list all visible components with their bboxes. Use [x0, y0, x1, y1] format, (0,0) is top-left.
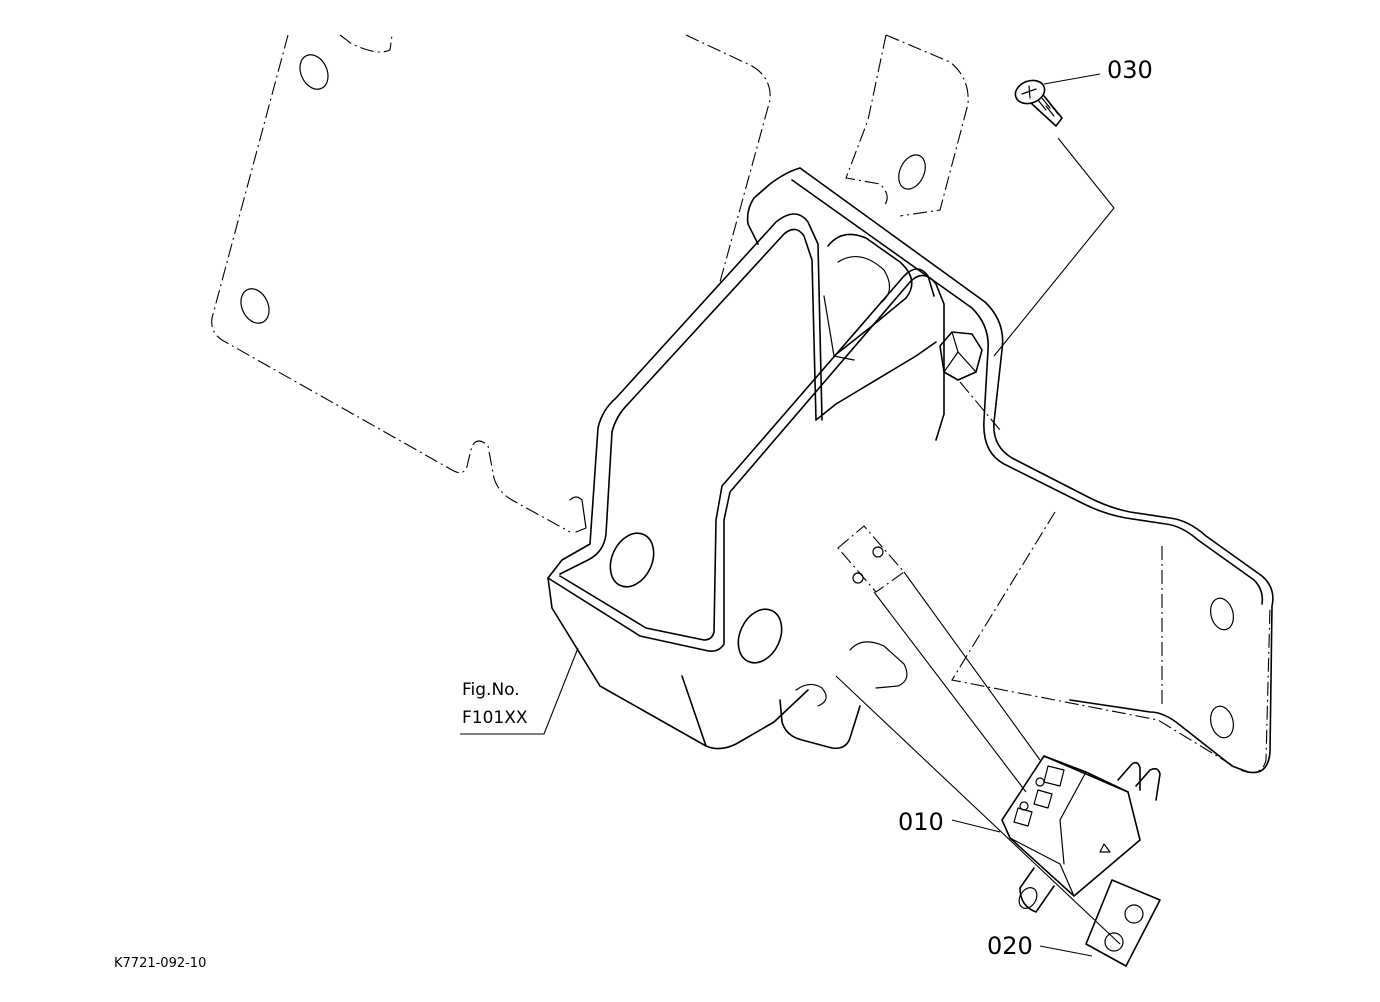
- phantom-right-bracket: [951, 381, 1271, 773]
- hex-nut: [939, 331, 983, 381]
- callout-010: 010: [898, 808, 944, 836]
- drawing-id: K7721-092-10: [114, 956, 207, 971]
- phantom-mounting-plate: [211, 34, 771, 533]
- part-030-screw-icon: [1014, 79, 1063, 127]
- assembly-guide-lines: [835, 137, 1121, 945]
- part-020-plate-icon: [1085, 879, 1161, 967]
- callout-030: 030: [1107, 56, 1153, 84]
- part-010-switch-icon: [1001, 755, 1161, 913]
- phantom-upper-bracket: [845, 34, 969, 217]
- figure-ref-number: F101XX: [462, 708, 528, 728]
- callout-020: 020: [987, 932, 1033, 960]
- switch-mounting-plate: [837, 525, 905, 593]
- main-bracket: [547, 167, 1274, 774]
- callout-leaders: [460, 73, 1101, 957]
- figure-ref-label: Fig.No.: [462, 680, 520, 700]
